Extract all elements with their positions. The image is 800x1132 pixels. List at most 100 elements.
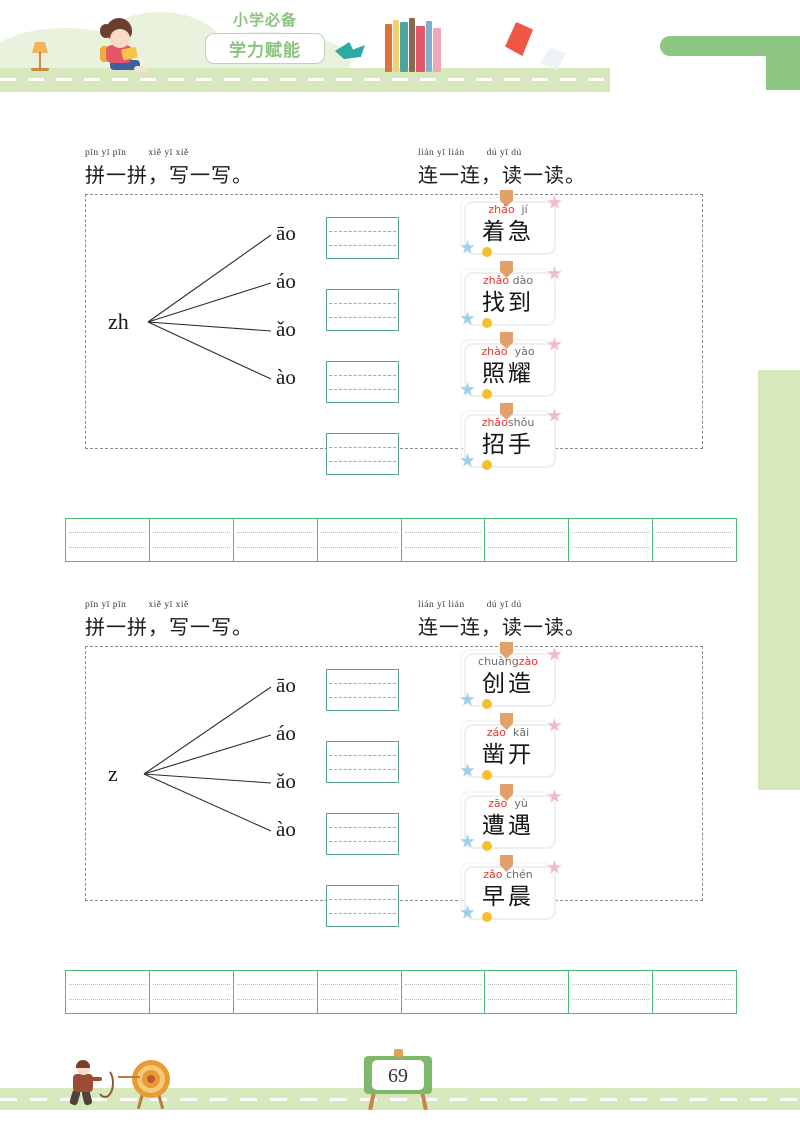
- pinyin-syllable-1: zháo: [488, 203, 515, 216]
- initial-letter: z: [108, 761, 118, 786]
- page-number: 69: [388, 1065, 408, 1087]
- word-card-pinyin: zháo jí: [466, 203, 550, 217]
- pinyin-syllable-2: kāi: [513, 726, 530, 739]
- dot-icon: [482, 912, 492, 922]
- heading-match-pinyin: lián yī lián dú yī dú: [418, 600, 586, 614]
- pinyin-syllable-2: yù: [514, 797, 528, 810]
- pinyin-syllable-1: zhào: [481, 345, 508, 358]
- pinyin-syllable-1: zhāo: [481, 416, 508, 429]
- word-card-text: 凿开: [482, 742, 534, 768]
- pinyin-syllable-2: dào: [512, 274, 534, 287]
- archery-target-illustration: [118, 1060, 172, 1110]
- word-card[interactable]: zhǎo dào 找到: [456, 261, 562, 328]
- practice-cell[interactable]: [65, 970, 150, 1014]
- red-page-icon: [505, 22, 533, 56]
- footer-road-dashes: [0, 1098, 800, 1101]
- heading-match-text: 连一连，读一读。: [418, 163, 586, 187]
- writing-box[interactable]: [326, 885, 399, 927]
- dot-icon: [482, 460, 492, 470]
- archer-illustration: [68, 1060, 114, 1106]
- practice-cell[interactable]: [317, 518, 402, 562]
- practice-cell[interactable]: [401, 970, 486, 1014]
- writing-box[interactable]: [326, 741, 399, 783]
- word-card-pinyin: zāo yù: [466, 797, 550, 811]
- side-green-bar-decoration: [758, 370, 800, 790]
- exercise-panel: z āo áo ǎo ào chuàngzào 创造: [85, 642, 703, 927]
- pinyin-syllable-1: zāo: [488, 797, 508, 810]
- heading-write-text: 拼一拼，写一写。: [85, 163, 253, 187]
- white-page-icon: [540, 48, 566, 70]
- brand-title-box: 学力赋能: [205, 33, 325, 64]
- dot-icon: [482, 841, 492, 851]
- heading-match-text: 连一连，读一读。: [418, 615, 586, 639]
- pinyin-syllable-2: chén: [505, 868, 533, 881]
- pinyin-part-b: xiě yī xiě: [148, 600, 189, 610]
- word-card[interactable]: zhào yào 照耀: [456, 332, 562, 399]
- word-card[interactable]: zháo jí 着急: [456, 190, 562, 257]
- pinyin-syllable-1: zǎo: [483, 868, 503, 881]
- heading-write-pinyin: pīn yī pīn xiě yī xiě: [85, 148, 253, 162]
- stacked-books-illustration: [385, 18, 445, 72]
- practice-cell[interactable]: [317, 970, 402, 1014]
- word-card-pinyin: zhāoshǒu: [466, 416, 550, 430]
- pinyin-syllable-2: jí: [521, 203, 528, 216]
- dot-icon: [482, 699, 492, 709]
- clip-icon: [500, 713, 513, 730]
- final-syllable: áo: [276, 721, 296, 745]
- pinyin-part-b: xiě yī xiě: [148, 148, 189, 158]
- corner-bracket-decoration: [766, 36, 800, 90]
- writing-box[interactable]: [326, 217, 399, 259]
- practice-cell[interactable]: [653, 518, 737, 562]
- writing-box[interactable]: [326, 433, 399, 475]
- pinyin-part-b: dú yī dú: [486, 600, 522, 610]
- writing-box[interactable]: [326, 669, 399, 711]
- practice-cell[interactable]: [65, 518, 150, 562]
- pinyin-part-a: lián yī lián: [418, 600, 465, 610]
- pinyin-part-a: pīn yī pīn: [85, 148, 127, 158]
- brand-title-top: 小学必备: [232, 11, 297, 29]
- practice-cell[interactable]: [401, 518, 486, 562]
- page-header-banner: 小学必备 学力赋能: [0, 0, 800, 100]
- final-syllable: ào: [276, 365, 296, 389]
- word-card-pinyin: záo kāi: [466, 726, 550, 740]
- final-syllable: āo: [276, 221, 296, 245]
- pinyin-syllable-2: yào: [514, 345, 535, 358]
- writing-box[interactable]: [326, 361, 399, 403]
- word-card[interactable]: zhāoshǒu 招手: [456, 403, 562, 470]
- initial-letter: zh: [108, 309, 129, 334]
- writing-box[interactable]: [326, 813, 399, 855]
- practice-cell[interactable]: [233, 970, 318, 1014]
- practice-cell[interactable]: [485, 518, 570, 562]
- practice-strip-1: [65, 518, 737, 562]
- brand-title: 小学必备 学力赋能: [205, 10, 325, 64]
- word-card-text: 找到: [482, 290, 534, 316]
- pinyin-part-a: lián yī lián: [418, 148, 465, 158]
- word-card[interactable]: zǎo chén 早晨: [456, 855, 562, 922]
- practice-cell[interactable]: [569, 518, 654, 562]
- exercise-section-1: pīn yī pīn xiě yī xiě 拼一拼，写一写。 lián yī li…: [0, 148, 800, 475]
- word-card[interactable]: chuàngzào 创造: [456, 642, 562, 709]
- pinyin-part-a: pīn yī pīn: [85, 600, 127, 610]
- clip-icon: [500, 261, 513, 278]
- word-card[interactable]: záo kāi 凿开: [456, 713, 562, 780]
- final-syllable: ǎo: [276, 769, 296, 793]
- word-card[interactable]: zāo yù 遭遇: [456, 784, 562, 851]
- writing-box[interactable]: [326, 289, 399, 331]
- corner-bracket-decoration: [660, 36, 800, 56]
- practice-cell[interactable]: [149, 970, 234, 1014]
- practice-cell[interactable]: [569, 970, 654, 1014]
- exercise-section-2: pīn yī pīn xiě yī xiě 拼一拼，写一写。 lián yī li…: [0, 600, 800, 927]
- practice-cell[interactable]: [149, 518, 234, 562]
- final-syllable: áo: [276, 269, 296, 293]
- word-card-text: 创造: [482, 671, 534, 697]
- practice-cell[interactable]: [485, 970, 570, 1014]
- exercise-panel: zh āo áo ǎo ào zháo jí 着急: [85, 190, 703, 475]
- connector-lines: [143, 686, 272, 832]
- word-card-text: 遭遇: [482, 813, 534, 839]
- practice-cell[interactable]: [653, 970, 737, 1014]
- dot-icon: [482, 389, 492, 399]
- practice-cell[interactable]: [233, 518, 318, 562]
- pinyin-syllable-1: záo: [486, 726, 507, 739]
- heading-write-text: 拼一拼，写一写。: [85, 615, 253, 639]
